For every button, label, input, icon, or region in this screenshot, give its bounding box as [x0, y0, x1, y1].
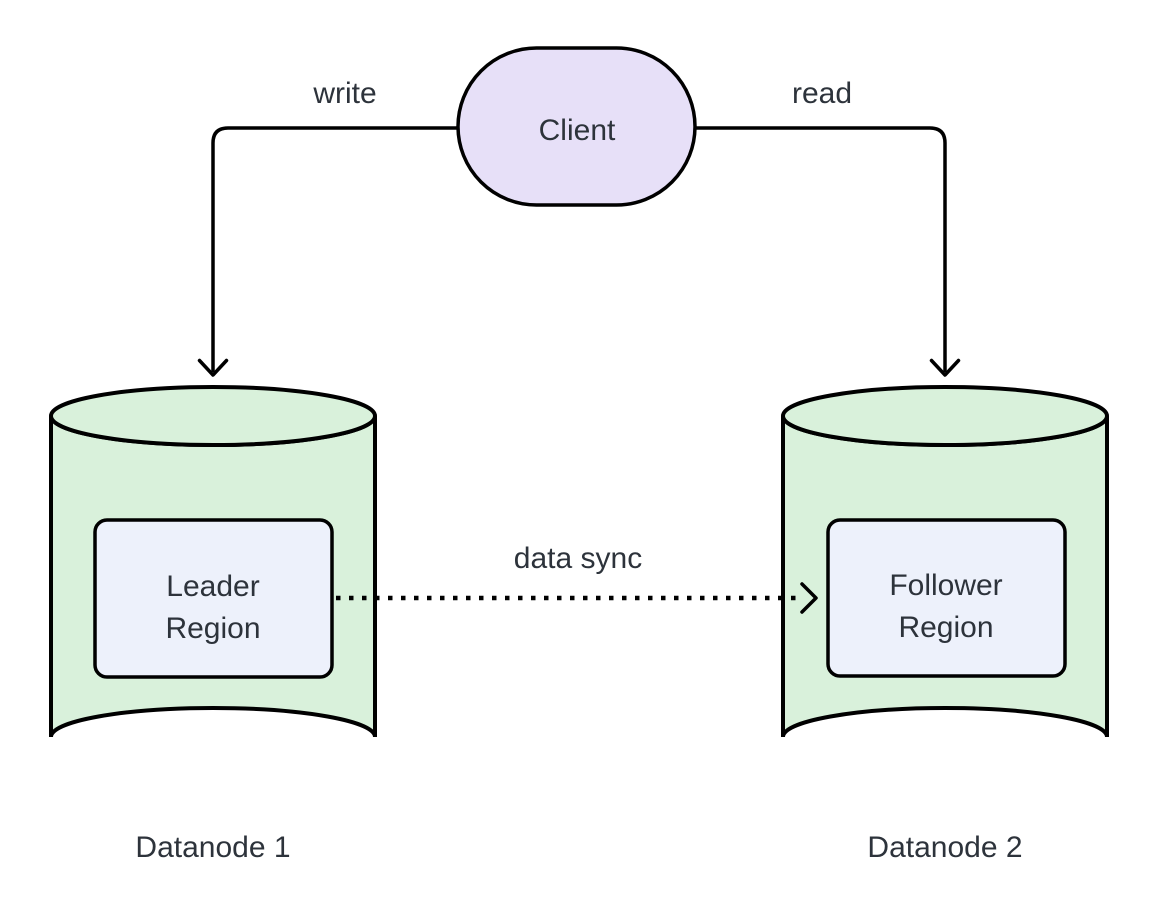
leader-region-box	[93, 518, 334, 679]
edge-data-sync	[336, 582, 818, 614]
follower-region-label-line1: Follower	[889, 569, 1002, 602]
edge-write	[197, 126, 458, 377]
leader-region-label-line2: Region	[165, 612, 260, 645]
edge-data-sync-label: data sync	[514, 542, 642, 575]
datanode2-cylinder-top	[781, 385, 1109, 447]
datanode1-title: Datanode 1	[135, 831, 290, 864]
datanode2-title: Datanode 2	[867, 831, 1022, 864]
edge-write-label: write	[312, 77, 376, 110]
edge-read-arrowhead-icon	[929, 358, 961, 377]
edge-write-arrowhead-icon	[197, 358, 229, 377]
edge-read-label: read	[792, 77, 852, 110]
edge-read	[695, 126, 961, 377]
client-label: Client	[539, 114, 616, 147]
edge-data-sync-arrowhead-icon	[800, 582, 818, 614]
edge-read-line	[695, 126, 947, 372]
follower-region-box	[826, 518, 1067, 678]
follower-region-label-line2: Region	[898, 611, 993, 644]
leader-region-label-line1: Leader	[166, 570, 259, 603]
datanode1-cylinder-top	[49, 385, 377, 447]
edge-write-line	[211, 126, 458, 372]
